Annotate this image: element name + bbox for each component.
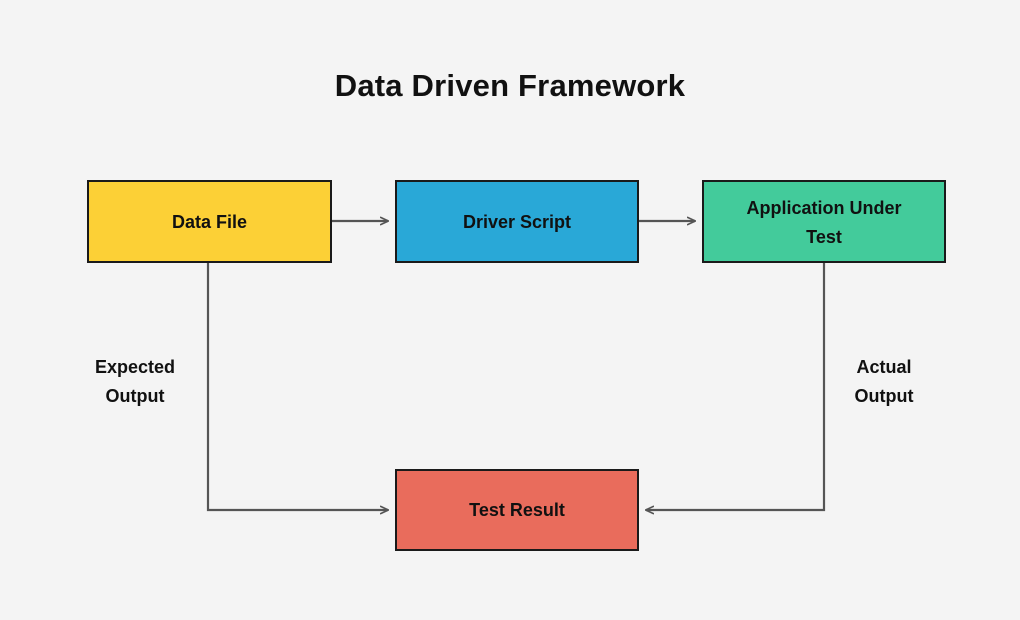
edge-label-actual-output-line2: Output	[855, 386, 914, 406]
node-application-under-test-label-line1: Application Under	[746, 198, 901, 218]
node-data-file-label: Data File	[172, 212, 247, 232]
edge-data-file-to-test-result	[206, 262, 388, 510]
edge-label-expected-output: Expected Output	[95, 357, 175, 406]
edge-label-actual-output: Actual Output	[855, 357, 914, 406]
edge-label-expected-output-line1: Expected	[95, 357, 175, 377]
edge-label-expected-output-line2: Output	[106, 386, 165, 406]
page-title: Data Driven Framework	[334, 68, 686, 103]
node-data-file[interactable]: Data File	[87, 180, 332, 263]
edge-application-under-test-to-test-result	[646, 262, 826, 510]
edge-label-actual-output-line1: Actual	[856, 357, 911, 377]
node-test-result[interactable]: Test Result	[395, 469, 639, 551]
node-test-result-label: Test Result	[469, 500, 565, 520]
node-driver-script[interactable]: Driver Script	[395, 180, 639, 263]
node-application-under-test[interactable]: Application Under Test	[702, 180, 946, 263]
node-driver-script-label: Driver Script	[463, 212, 571, 232]
node-application-under-test-label-line2: Test	[806, 227, 842, 247]
